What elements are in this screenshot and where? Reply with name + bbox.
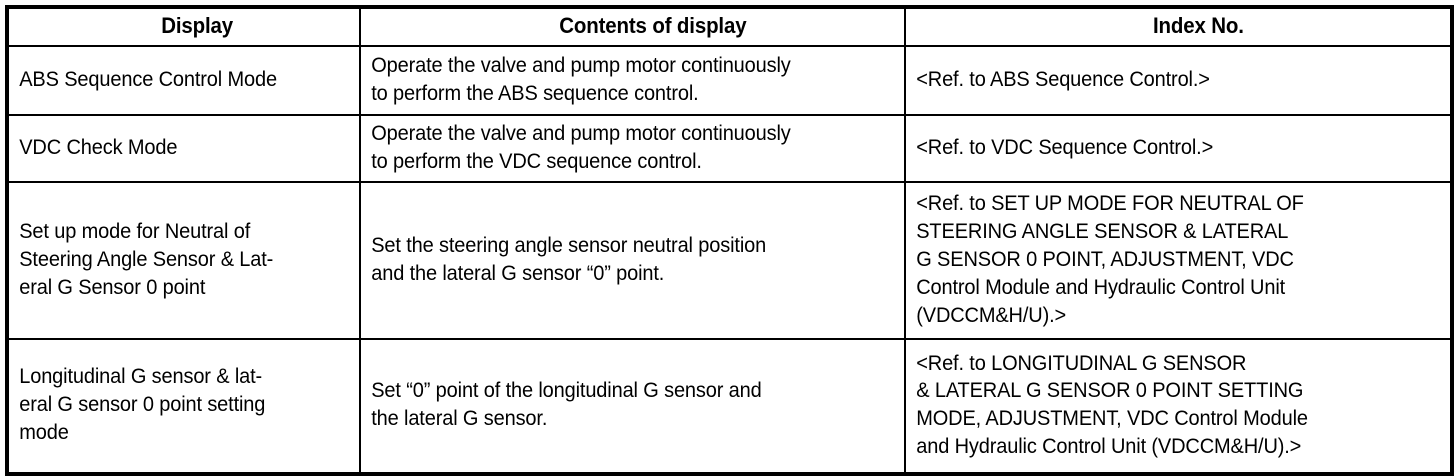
diagnostic-mode-table: Display Contents of display Index No. AB…	[5, 5, 1454, 476]
column-header-index: Index No.	[904, 6, 1453, 47]
table-row: VDC Check Mode Operate the valve and pum…	[6, 114, 1453, 183]
cell-index-text: <Ref. to SET UP MODE FOR NEUTRAL OF STEE…	[916, 191, 1304, 327]
cell-contents-text: Set the steering angle sensor neutral po…	[371, 232, 767, 285]
table-row: Longitudinal G sensor & lat- eral G sens…	[6, 337, 1453, 475]
cell-index: <Ref. to LONGITUDINAL G SENSOR & LATERAL…	[904, 337, 1453, 475]
column-header-display-label: Display	[161, 13, 234, 39]
cell-index-text: <Ref. to LONGITUDINAL G SENSOR & LATERAL…	[916, 350, 1308, 459]
table-row: ABS Sequence Control Mode Operate the va…	[6, 45, 1453, 116]
cell-display: Longitudinal G sensor & lat- eral G sens…	[6, 337, 361, 475]
cell-contents: Operate the valve and pump motor continu…	[359, 45, 906, 116]
table-body: ABS Sequence Control Mode Operate the va…	[6, 45, 1453, 475]
column-header-contents: Contents of display	[359, 6, 906, 47]
cell-display-text: Longitudinal G sensor & lat- eral G sens…	[19, 364, 266, 445]
cell-display: ABS Sequence Control Mode	[6, 45, 361, 116]
cell-index: <Ref. to SET UP MODE FOR NEUTRAL OF STEE…	[904, 180, 1453, 340]
cell-contents-text: Set “0” point of the longitudinal G sens…	[371, 378, 762, 431]
cell-contents: Set “0” point of the longitudinal G sens…	[359, 337, 906, 475]
cell-display: VDC Check Mode	[6, 114, 361, 183]
cell-contents: Set the steering angle sensor neutral po…	[359, 180, 906, 340]
cell-display-text: Set up mode for Neutral of Steering Angl…	[19, 218, 274, 299]
table-header: Display Contents of display Index No.	[6, 6, 1453, 47]
cell-contents: Operate the valve and pump motor continu…	[359, 114, 906, 183]
table-header-row: Display Contents of display Index No.	[6, 6, 1453, 47]
column-header-contents-label: Contents of display	[559, 13, 747, 39]
cell-contents-text: Operate the valve and pump motor continu…	[371, 53, 791, 105]
cell-index-text: <Ref. to ABS Sequence Control.>	[916, 67, 1210, 92]
column-header-index-label: Index No.	[1152, 13, 1244, 39]
cell-display-text: ABS Sequence Control Mode	[19, 67, 277, 92]
cell-index: <Ref. to ABS Sequence Control.>	[904, 45, 1453, 116]
table-row: Set up mode for Neutral of Steering Angl…	[6, 180, 1453, 340]
cell-contents-text: Operate the valve and pump motor continu…	[371, 121, 791, 173]
cell-display: Set up mode for Neutral of Steering Angl…	[6, 180, 361, 340]
column-header-display: Display	[6, 6, 361, 47]
cell-index-text: <Ref. to VDC Sequence Control.>	[916, 134, 1214, 159]
cell-index: <Ref. to VDC Sequence Control.>	[904, 114, 1453, 183]
cell-display-text: VDC Check Mode	[19, 134, 178, 159]
